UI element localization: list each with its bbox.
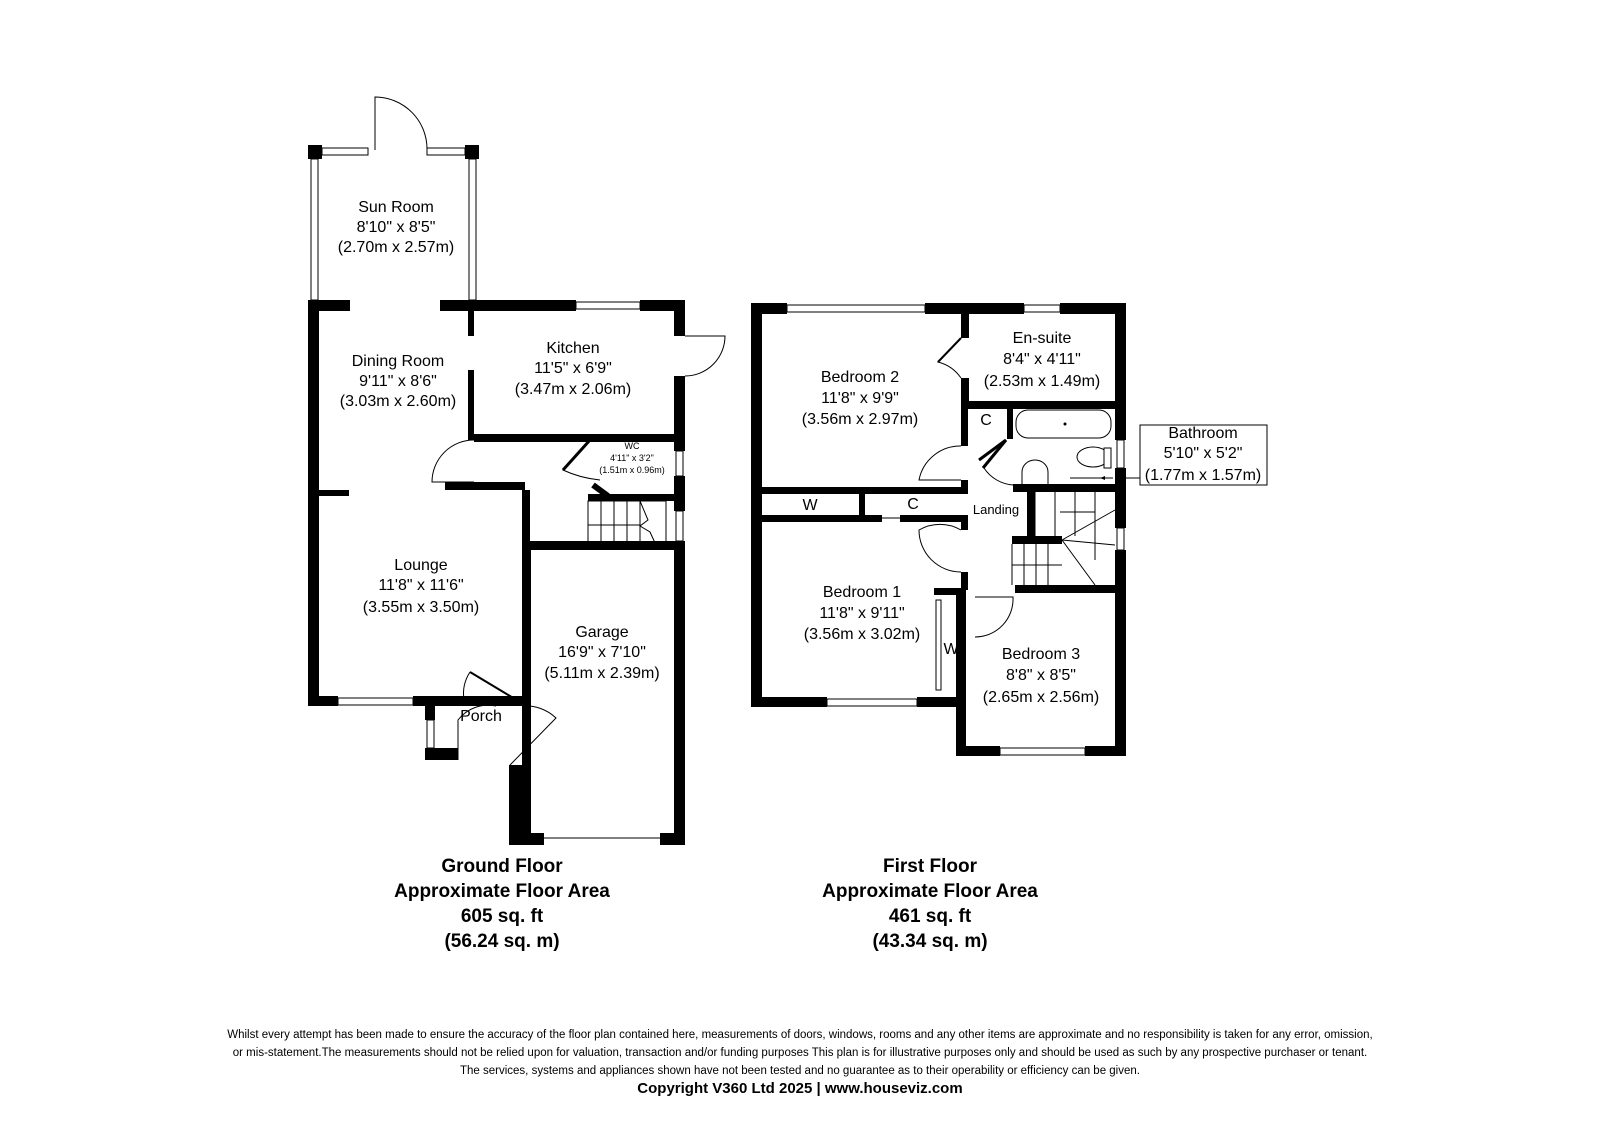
- room-bedroom-3: Bedroom 3 8'8" x 8'5" (2.65m x 2.56m): [983, 646, 1099, 706]
- wardrobe-label: W: [943, 641, 959, 658]
- svg-text:11'8" x 9'9": 11'8" x 9'9": [821, 390, 899, 407]
- svg-text:(1.51m x 0.96m): (1.51m x 0.96m): [599, 465, 665, 475]
- svg-text:Bedroom 2: Bedroom 2: [821, 369, 899, 386]
- ground-floor-plan: [308, 96, 726, 845]
- first-floor-caption: First Floor Approximate Floor Area 461 s…: [770, 854, 1090, 954]
- svg-text:9'11" x 8'6": 9'11" x 8'6": [359, 373, 437, 390]
- svg-text:(3.55m x 3.50m): (3.55m x 3.50m): [363, 599, 479, 616]
- room-en-suite: En-suite 8'4" x 4'11" (2.53m x 1.49m): [984, 330, 1100, 390]
- svg-text:(2.70m x 2.57m): (2.70m x 2.57m): [338, 239, 454, 256]
- svg-text:11'5" x 6'9": 11'5" x 6'9": [534, 360, 612, 377]
- svg-text:8'4" x 4'11": 8'4" x 4'11": [1003, 351, 1081, 368]
- svg-text:Dining Room: Dining Room: [352, 353, 444, 370]
- caption-area-metric: (56.24 sq. m): [444, 931, 560, 952]
- svg-text:(2.53m x 1.49m): (2.53m x 1.49m): [984, 373, 1100, 390]
- svg-text:11'8" x 11'6": 11'8" x 11'6": [378, 577, 463, 594]
- room-landing: Landing: [973, 502, 1019, 517]
- caption-title: Ground Floor: [441, 856, 563, 877]
- svg-text:WC: WC: [625, 441, 640, 451]
- svg-text:4'11" x 3'2": 4'11" x 3'2": [610, 453, 654, 463]
- caption-area-imperial: 605 sq. ft: [460, 906, 544, 927]
- first-floor-plan: [751, 303, 1268, 756]
- svg-text:(3.47m x 2.06m): (3.47m x 2.06m): [515, 381, 631, 398]
- room-lounge: Lounge 11'8" x 11'6" (3.55m x 3.50m): [363, 557, 479, 616]
- svg-text:8'8" x 8'5": 8'8" x 8'5": [1006, 667, 1076, 684]
- room-bathroom: Bathroom 5'10" x 5'2" (1.77m x 1.57m): [1145, 425, 1261, 484]
- svg-text:(5.11m x 2.39m): (5.11m x 2.39m): [544, 665, 659, 682]
- svg-text:Garage: Garage: [575, 624, 628, 641]
- room-bedroom-2: Bedroom 2 11'8" x 9'9" (3.56m x 2.97m): [802, 369, 918, 428]
- disclaimer-line: The services, systems and appliances sho…: [460, 1065, 1140, 1077]
- room-bedroom-1: Bedroom 1 11'8" x 9'11" (3.56m x 3.02m): [804, 584, 920, 643]
- svg-text:En-suite: En-suite: [1013, 330, 1072, 347]
- disclaimer-line: Whilst every attempt has been made to en…: [227, 1029, 1373, 1041]
- caption-area-imperial: 461 sq. ft: [888, 906, 972, 927]
- room-wc: WC 4'11" x 3'2" (1.51m x 0.96m): [599, 441, 665, 475]
- caption-area-metric: (43.34 sq. m): [872, 931, 988, 952]
- disclaimer-line: or mis-statement.The measurements should…: [232, 1047, 1368, 1059]
- svg-text:5'10" x 5'2": 5'10" x 5'2": [1164, 445, 1243, 462]
- room-porch: Porch: [460, 708, 502, 725]
- svg-text:Bedroom 1: Bedroom 1: [823, 584, 901, 601]
- room-kitchen: Kitchen 11'5" x 6'9" (3.47m x 2.06m): [515, 340, 631, 398]
- cupboard-label: C: [980, 412, 992, 429]
- svg-text:(3.03m x 2.60m): (3.03m x 2.60m): [340, 393, 456, 410]
- svg-text:Lounge: Lounge: [394, 557, 447, 574]
- svg-text:8'10" x 8'5": 8'10" x 8'5": [357, 219, 436, 236]
- svg-text:(2.65m x 2.56m): (2.65m x 2.56m): [983, 689, 1099, 706]
- room-garage: Garage 16'9" x 7'10" (5.11m x 2.39m): [544, 624, 659, 682]
- svg-text:(1.77m x 1.57m): (1.77m x 1.57m): [1145, 467, 1261, 484]
- caption-subtitle: Approximate Floor Area: [394, 881, 610, 902]
- wardrobe-label: W: [802, 497, 818, 514]
- disclaimer: Whilst every attempt has been made to en…: [100, 1026, 1500, 1098]
- svg-text:Kitchen: Kitchen: [546, 340, 599, 357]
- cupboard-label: C: [907, 496, 919, 513]
- svg-text:Bathroom: Bathroom: [1168, 425, 1237, 442]
- svg-text:Bedroom 3: Bedroom 3: [1002, 646, 1080, 663]
- svg-text:16'9" x 7'10": 16'9" x 7'10": [558, 644, 646, 661]
- svg-text:(3.56m x 2.97m): (3.56m x 2.97m): [802, 411, 918, 428]
- room-dining-room: Dining Room 9'11" x 8'6" (3.03m x 2.60m): [340, 353, 456, 410]
- svg-text:(3.56m x 3.02m): (3.56m x 3.02m): [804, 626, 920, 643]
- room-sun-room: Sun Room 8'10" x 8'5" (2.70m x 2.57m): [338, 199, 454, 256]
- svg-text:Sun Room: Sun Room: [358, 199, 434, 216]
- svg-text:11'8" x 9'11": 11'8" x 9'11": [819, 605, 904, 622]
- ground-floor-caption: Ground Floor Approximate Floor Area 605 …: [342, 854, 662, 954]
- caption-title: First Floor: [883, 856, 977, 877]
- caption-subtitle: Approximate Floor Area: [822, 881, 1038, 902]
- copyright: Copyright V360 Ltd 2025 | www.houseviz.c…: [637, 1080, 963, 1097]
